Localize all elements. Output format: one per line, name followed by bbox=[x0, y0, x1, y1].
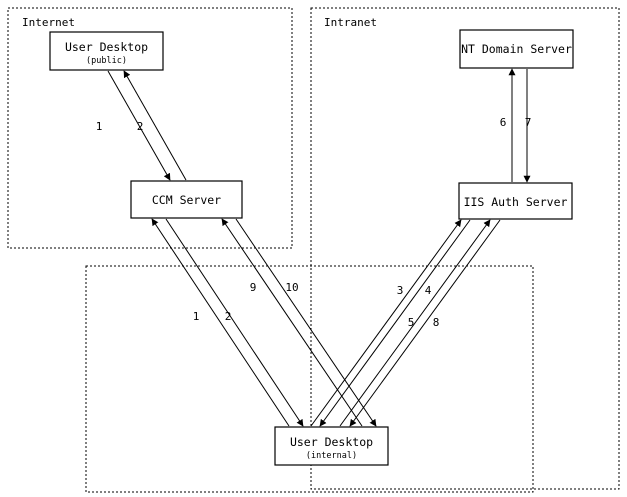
diagram-nodes: User Desktop (public) CCM Server NT Domain … bbox=[49, 29, 574, 466]
step-label-flow-1-internal: 1 bbox=[193, 310, 200, 323]
flow-line-flow-9 bbox=[221, 218, 363, 427]
flow-step-labels: 1 2 1 2 9 10 3 4 5 8 6 7 bbox=[96, 116, 532, 329]
step-label-flow-9: 9 bbox=[250, 281, 257, 294]
flow-line-flow-1-public bbox=[107, 70, 171, 181]
flow-line-flow-5 bbox=[339, 219, 491, 427]
flow-line-flow-8 bbox=[349, 219, 501, 427]
zone-label-internet: Internet bbox=[22, 16, 75, 29]
step-label-flow-2-internal: 2 bbox=[225, 310, 232, 323]
node-label-user-desktop-internal: User Desktop bbox=[290, 435, 373, 449]
zone-boundary-internet bbox=[7, 7, 293, 249]
flow-line-flow-4 bbox=[319, 219, 471, 427]
flow-arrows bbox=[107, 68, 531, 427]
flow-line-flow-2-public bbox=[123, 70, 187, 181]
node-label-user-desktop-public: User Desktop bbox=[65, 40, 148, 54]
node-box-user-desktop-internal bbox=[274, 426, 389, 466]
zone-boundary-intranet bbox=[310, 7, 620, 490]
zone-boundary-lower bbox=[85, 265, 534, 493]
node-nt-domain-server[interactable]: NT Domain Server bbox=[459, 29, 574, 69]
step-label-flow-6: 6 bbox=[500, 116, 507, 129]
step-label-flow-10: 10 bbox=[285, 281, 298, 294]
step-label-flow-3: 3 bbox=[397, 284, 404, 297]
node-iis-auth-server[interactable]: IIS Auth Server bbox=[458, 182, 573, 220]
step-label-flow-1-public: 1 bbox=[96, 120, 103, 133]
node-sublabel-user-desktop-public: (public) bbox=[86, 56, 127, 66]
node-box-user-desktop-public bbox=[49, 31, 164, 71]
node-user-desktop-internal[interactable]: User Desktop (internal) bbox=[274, 426, 389, 466]
node-ccm-server[interactable]: CCM Server bbox=[130, 180, 243, 219]
node-label-nt-domain-server: NT Domain Server bbox=[461, 42, 572, 56]
node-label-ccm-server: CCM Server bbox=[152, 193, 221, 207]
step-label-flow-2-public: 2 bbox=[137, 120, 144, 133]
node-box-iis-auth-server bbox=[458, 182, 573, 220]
step-label-flow-5: 5 bbox=[408, 316, 415, 329]
step-label-flow-7: 7 bbox=[525, 116, 532, 129]
step-label-flow-4: 4 bbox=[425, 284, 432, 297]
flow-line-flow-2-internal bbox=[165, 218, 304, 427]
node-sublabel-user-desktop-internal: (internal) bbox=[306, 451, 357, 461]
flow-line-flow-10 bbox=[235, 218, 377, 427]
node-box-nt-domain-server bbox=[459, 29, 574, 69]
node-box-ccm-server bbox=[130, 180, 243, 219]
node-user-desktop-public[interactable]: User Desktop (public) bbox=[49, 31, 164, 71]
node-label-iis-auth-server: IIS Auth Server bbox=[464, 195, 568, 209]
zone-boundaries: Internet Intranet bbox=[7, 7, 620, 493]
flow-line-flow-3 bbox=[310, 219, 462, 427]
flow-line-flow-1-internal bbox=[151, 218, 290, 427]
step-label-flow-8: 8 bbox=[433, 316, 440, 329]
zone-label-intranet: Intranet bbox=[324, 16, 377, 29]
